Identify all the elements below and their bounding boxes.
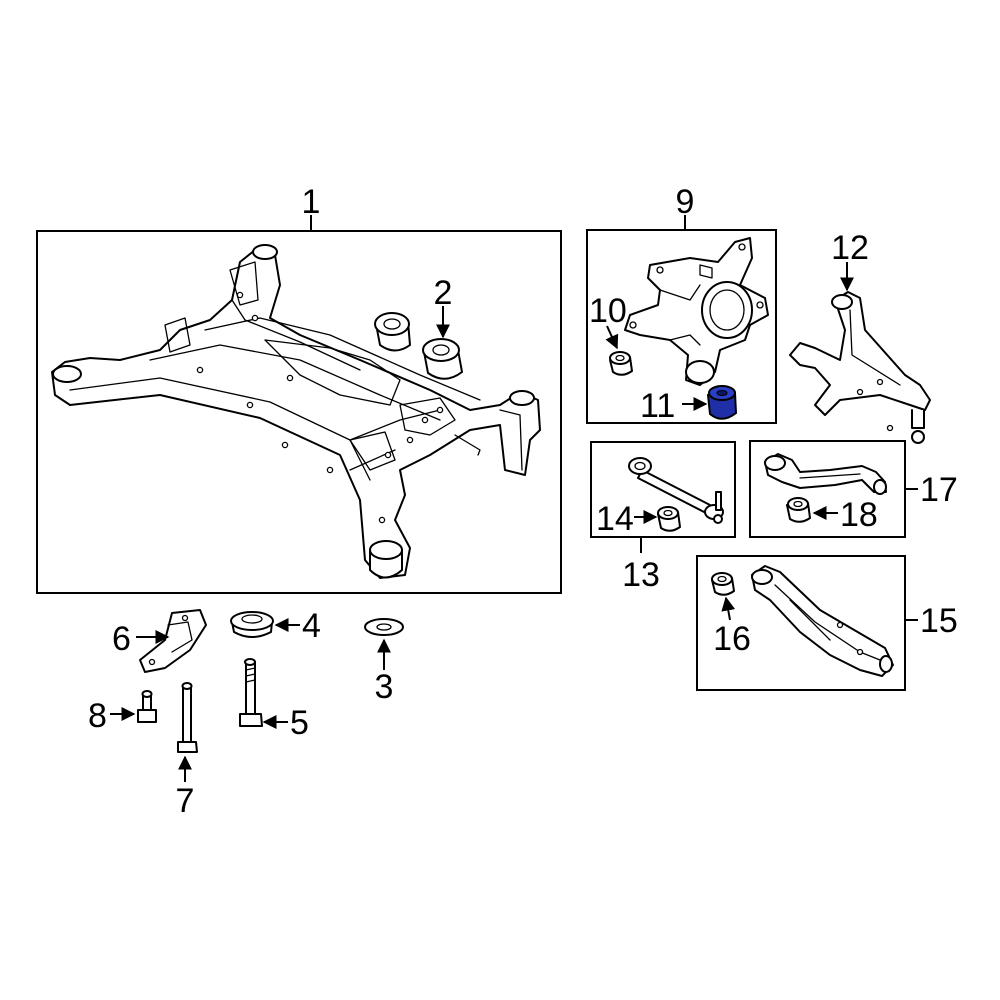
part-3-washer[interactable] [364,618,404,636]
lower-arm-box [696,555,906,691]
callout-11[interactable]: 11 [640,387,675,425]
callout-10[interactable]: 10 [589,292,627,330]
callout-5[interactable]: 5 [290,704,309,742]
part-12-upper-arm[interactable] [789,291,931,444]
part-16-bushing[interactable] [711,572,735,596]
part-5-bolt[interactable] [239,658,263,727]
knuckle-illustration[interactable] [624,237,769,386]
part-8-bolt[interactable] [137,690,157,723]
lateral-link-illustration[interactable] [628,457,724,524]
callout-7[interactable]: 7 [176,782,195,820]
callout-8[interactable]: 8 [88,697,107,735]
callout-2[interactable]: 2 [434,274,453,312]
part-11-bushing-highlighted[interactable] [706,385,738,420]
callout-4[interactable]: 4 [302,607,321,645]
part-4-mount[interactable] [230,611,274,638]
callout-1[interactable]: 1 [302,183,321,221]
part-18-bushing[interactable] [786,497,811,523]
crossmember-bushing-illustration[interactable] [374,312,411,352]
part-14-bushing[interactable] [657,506,681,532]
trailing-link-illustration[interactable] [764,453,887,495]
part-6-bracket[interactable] [139,609,207,673]
callout-14[interactable]: 14 [596,500,634,538]
callout-17[interactable]: 17 [920,471,958,509]
callout-13[interactable]: 13 [622,556,660,594]
part-group-13-link: 13 14 [590,441,736,594]
crossmember-box [36,230,562,594]
callout-16[interactable]: 16 [713,620,751,658]
callout-15[interactable]: 15 [920,602,958,640]
part-2-bushing[interactable] [422,338,463,380]
callout-9[interactable]: 9 [676,183,695,221]
part-10-bushing[interactable] [609,351,633,376]
callout-18[interactable]: 18 [840,496,878,534]
knuckle-box [586,229,777,424]
lower-arm-illustration[interactable] [751,565,894,677]
part-7-bolt[interactable] [177,682,198,753]
link-box [590,441,736,538]
callout-6[interactable]: 6 [112,620,131,658]
part-group-1-crossmember: 1 [36,183,562,594]
crossmember-illustration[interactable] [51,244,541,579]
part-group-15-lower-arm: 15 16 [696,555,958,691]
part-group-17-trailing-link: 17 18 [749,440,958,538]
callout-3[interactable]: 3 [375,668,394,706]
part-group-9-knuckle: 9 10 11 [586,183,777,425]
callout-12[interactable]: 12 [831,229,869,267]
